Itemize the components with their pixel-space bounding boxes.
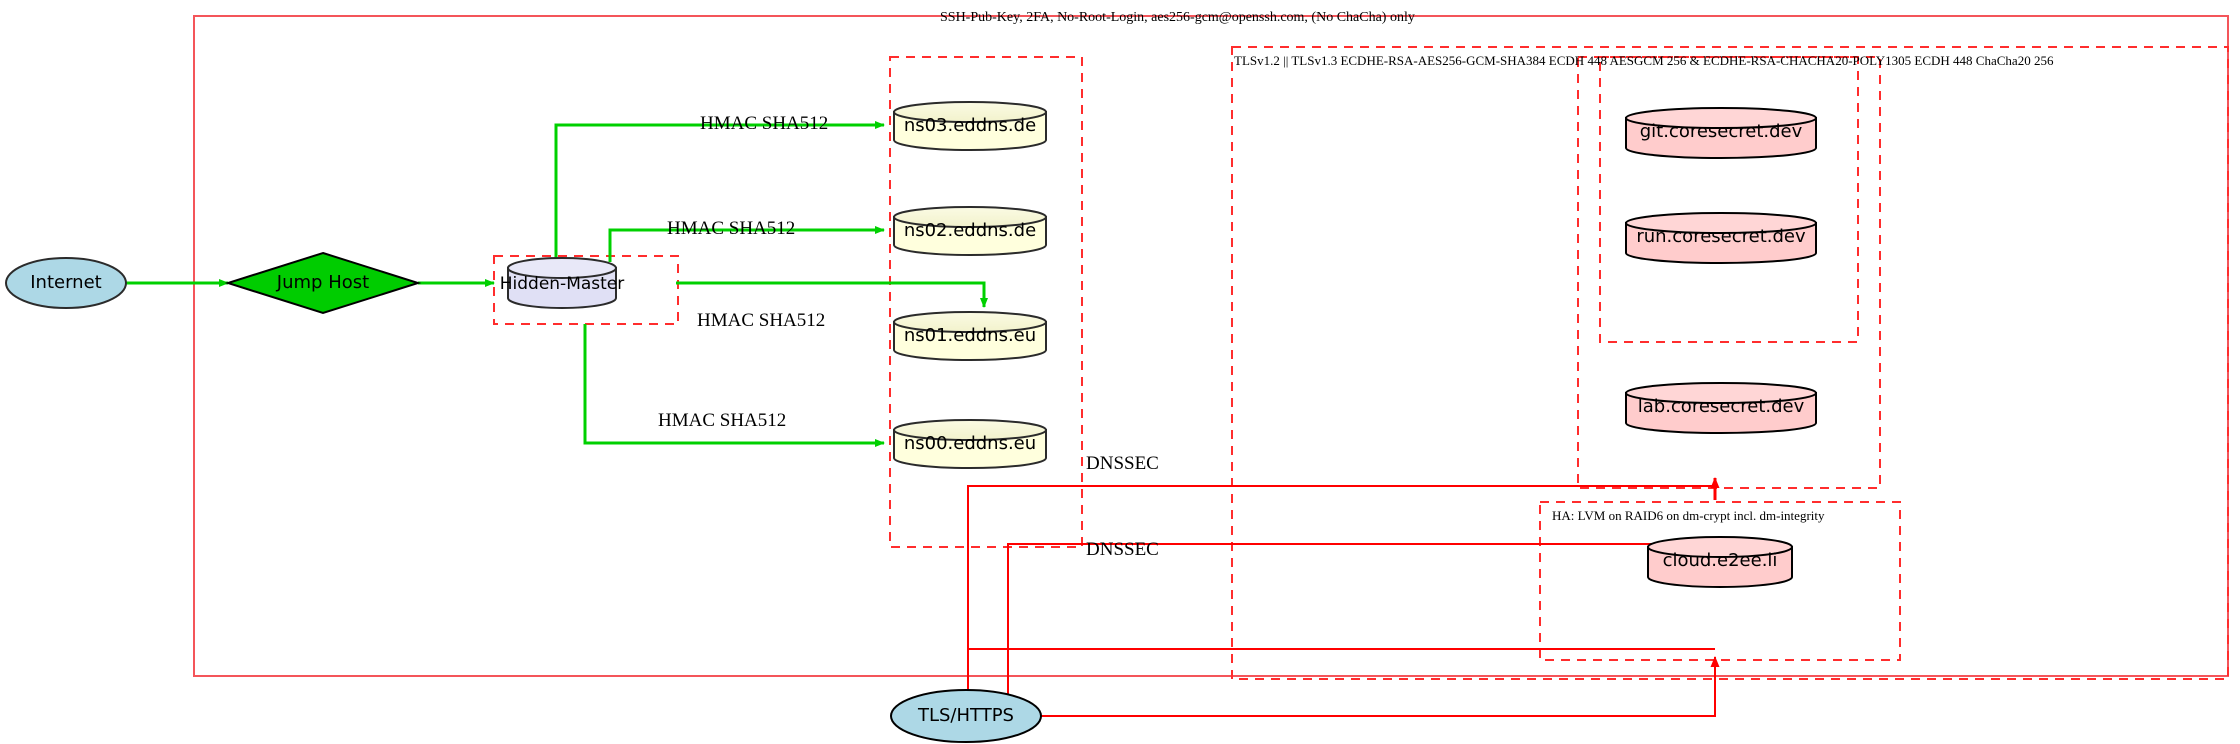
edge-dnssec-upper: [967, 485, 1715, 716]
ha-storage-cluster-box: [1539, 501, 1901, 661]
outer-boundary: [193, 15, 2229, 677]
node-label-ns00: ns00.eddns.eu: [903, 433, 1037, 454]
edge-label-hmac-ns02: HMAC SHA512: [667, 218, 796, 239]
edge-label-hmac-ns01: HMAC SHA512: [697, 310, 826, 331]
edge-label-hmac-ns00: HMAC SHA512: [658, 410, 787, 431]
node-label-git: git.coresecret.dev: [1639, 121, 1803, 142]
node-ns01[interactable]: [893, 311, 1047, 361]
node-git[interactable]: [1625, 107, 1817, 159]
edge-dnssec-lower: [1007, 543, 1715, 716]
node-jump-host[interactable]: [224, 251, 422, 315]
node-tls-https[interactable]: [890, 689, 1042, 743]
ssh-policy-cluster-label: SSH-Pub-Key, 2FA, No-Root-Login, aes256-…: [940, 10, 1415, 25]
services-cluster-box: [1599, 56, 1859, 343]
node-label-ns02: ns02.eddns.de: [903, 220, 1037, 241]
node-label-hidden-master: Hidden-Master: [499, 274, 625, 294]
node-label-run: run.coresecret.dev: [1636, 226, 1806, 247]
node-label-ns01: ns01.eddns.eu: [903, 325, 1037, 346]
tls-policy-cluster-box: [1231, 46, 2229, 680]
edge-label-dnssec-upper: DNSSEC: [1086, 453, 1159, 474]
node-internet[interactable]: [5, 257, 127, 309]
node-label-jump-host: Jump Host: [276, 272, 370, 293]
edge-tls-to-services: [1040, 656, 1720, 717]
node-label-ns03: ns03.eddns.de: [903, 115, 1037, 136]
ha-storage-cluster-label: HA: LVM on RAID6 on dm-crypt incl. dm-in…: [1552, 508, 1825, 523]
edge-label-dnssec-lower: DNSSEC: [1086, 539, 1159, 560]
edge-hiddenmaster-ns02: [608, 226, 885, 262]
node-hidden-master[interactable]: [507, 257, 617, 309]
node-cloud[interactable]: [1647, 536, 1793, 588]
edge-hiddenmaster-ns00: [583, 324, 885, 447]
edge-label-hmac-ns03: HMAC SHA512: [700, 113, 829, 134]
node-ns00[interactable]: [893, 419, 1047, 469]
node-lab[interactable]: [1625, 382, 1817, 434]
node-label-internet: Internet: [30, 272, 102, 293]
edge-hiddenmaster-ns01: [676, 281, 988, 308]
node-label-tls-https: TLS/HTTPS: [917, 705, 1014, 726]
tls-policy-cluster-label: TLSv1.2 || TLSv1.3 ECDHE-RSA-AES256-GCM-…: [1234, 53, 2054, 68]
edge-hiddenmaster-ns03: [554, 121, 885, 262]
node-label-lab: lab.coresecret.dev: [1637, 396, 1805, 417]
lab-cluster-box: [1577, 56, 1881, 489]
dns-cluster-box: [889, 56, 1083, 548]
node-ns03[interactable]: [893, 101, 1047, 151]
node-ns02[interactable]: [893, 206, 1047, 256]
node-label-cloud: cloud.e2ee.li: [1662, 550, 1778, 571]
node-run[interactable]: [1625, 212, 1817, 264]
